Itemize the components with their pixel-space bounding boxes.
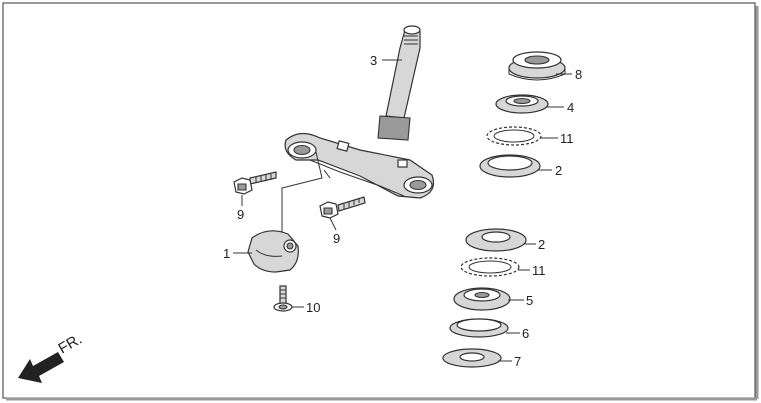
leader-lines — [233, 59, 572, 362]
callout-4: 4 — [567, 100, 574, 115]
callout-11-upper: 11 — [560, 131, 574, 146]
bolt-9-upper — [233, 171, 277, 195]
frame-border — [2, 2, 756, 399]
callout-7: 7 — [514, 354, 521, 369]
callout-5: 5 — [526, 293, 533, 308]
callout-1: 1 — [223, 246, 230, 261]
bolt-9-lower — [319, 196, 366, 219]
callout-2-upper: 2 — [555, 163, 562, 178]
dust-seal-6 — [449, 318, 509, 338]
ball-race-2-upper — [479, 154, 541, 178]
callout-8: 8 — [575, 67, 582, 82]
callout-3: 3 — [370, 53, 377, 68]
callout-6: 6 — [522, 326, 529, 341]
callout-11-lower: 11 — [532, 263, 546, 278]
ball-race-2-lower — [465, 228, 527, 252]
top-cone-race-4 — [495, 94, 549, 114]
bottom-cone-race-5 — [453, 287, 511, 311]
callout-2-lower: 2 — [538, 237, 545, 252]
washer-7 — [442, 348, 502, 368]
front-direction-arrow-icon — [18, 352, 64, 383]
callout-9-lower: 9 — [333, 231, 340, 246]
ball-retainer-11-lower — [460, 257, 520, 277]
ball-retainer-11-upper — [486, 126, 542, 146]
callout-10: 10 — [306, 300, 320, 315]
lock-nut-8 — [508, 51, 566, 81]
callout-9-upper: 9 — [237, 207, 244, 222]
steering-stem — [377, 25, 421, 141]
cable-clamp — [247, 230, 299, 273]
lower-bracket — [284, 132, 435, 199]
